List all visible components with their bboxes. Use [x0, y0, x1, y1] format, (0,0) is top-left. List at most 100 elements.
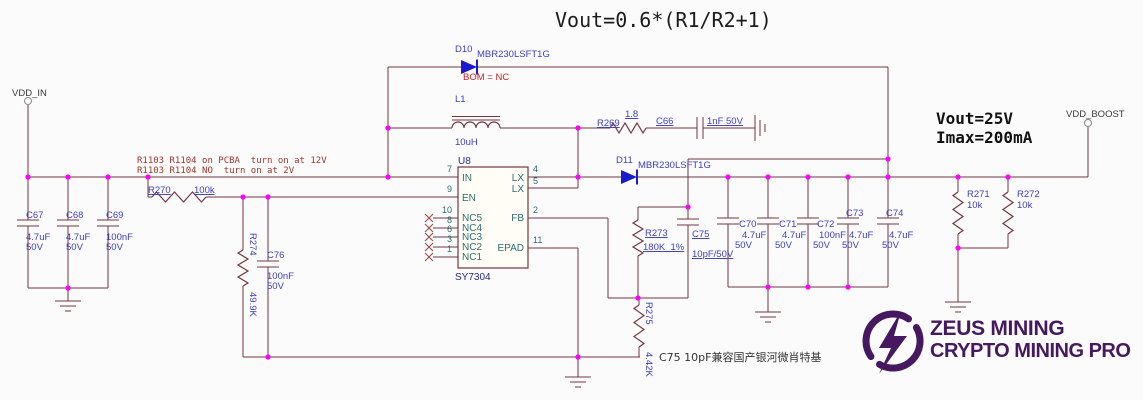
pin-name-epad: EPAD: [498, 243, 525, 254]
capacitor-icon: [877, 217, 899, 225]
resistor-icon: [631, 219, 645, 257]
junction-dots: [25, 125, 1011, 360]
capacitor-icon: [757, 217, 779, 225]
resistor-r273: R273 180K_1%: [631, 219, 685, 257]
capacitor-icon: [97, 219, 119, 227]
capacitor-c76: C76 100nF 50V: [257, 250, 294, 292]
wire-input-section: [27, 104, 640, 377]
c75-value: 10pF/50V: [692, 249, 734, 260]
r274-ref: R274: [247, 233, 258, 256]
pin-name-en: EN: [462, 193, 476, 204]
r273-value: 180K_1%: [643, 242, 685, 253]
c67-ref: C67: [26, 210, 43, 221]
resistor-icon: [151, 191, 207, 203]
c76-value: 100nF: [267, 271, 294, 282]
c68-ref: C68: [66, 210, 83, 221]
c72-ref: C72: [817, 219, 834, 230]
resistor-icon: [1001, 191, 1015, 235]
ground-icon: [565, 376, 591, 388]
resistor-icon: [632, 304, 646, 348]
r275-ref: R275: [643, 302, 654, 325]
pin-num-4: 4: [533, 164, 538, 174]
r269-value: 1.8: [625, 109, 638, 120]
l1-ref: L1: [455, 94, 466, 105]
feedback-formula: Vout=0.6*(R1/R2+1): [555, 8, 772, 32]
pin-name-fb: FB: [511, 213, 524, 224]
power-port-vdd-boost: VDD_BOOST: [1066, 109, 1125, 127]
c71-voltage: 50V: [775, 240, 793, 251]
lightning-bolt-icon: [879, 311, 907, 374]
capacitor-icon: [17, 219, 39, 227]
net-label-vdd-boost: VDD_BOOST: [1066, 109, 1125, 120]
d11-part: MBR230LSFT1G: [638, 160, 711, 171]
capacitor-c69: C69 100nF 50V: [97, 210, 133, 253]
logo-text-line2: CRYPTO MINING PRO: [930, 340, 1130, 362]
d10-part: MBR230LSFT1G: [477, 49, 550, 60]
resistor-icon: [236, 249, 250, 287]
wire-top-loop: [387, 66, 889, 177]
logo-ring-icon: [876, 324, 924, 372]
c76-ref: C76: [267, 250, 284, 261]
chinese-note: C75 10pF兼容国产银河微肖特基: [659, 350, 821, 364]
pin-name-in: IN: [462, 173, 472, 184]
c74-value: 4.7uF: [889, 230, 913, 241]
pin-name-nc1: NC1: [462, 252, 482, 263]
u8-part: SY7304: [455, 272, 491, 283]
c72-voltage: 50V: [813, 240, 831, 251]
ground-icon: [945, 301, 971, 313]
diode-d11: D11 MBR230LSFT1G: [616, 155, 711, 185]
c66-ref: C66: [656, 116, 673, 127]
c68-value: 4.7uF: [66, 232, 90, 243]
ground-symbols: [55, 300, 971, 388]
c70-ref: C70: [739, 219, 756, 230]
r271-ref: R271: [967, 189, 990, 200]
resistor-r275: R275 4.42K: [632, 302, 654, 377]
c73-ref: C73: [846, 208, 863, 219]
resistor-icon: [609, 121, 647, 135]
capacitor-icon: [257, 260, 279, 268]
c68-voltage: 50V: [66, 242, 84, 253]
c74-ref: C74: [886, 208, 903, 219]
c67-voltage: 50V: [26, 242, 44, 253]
c69-value: 100nF: [106, 232, 133, 243]
pcba-note-line1: R1103 R1104 on PCBA turn on at 12V: [137, 156, 327, 166]
vdd-in-pin-icon: [24, 97, 32, 105]
pin-num-8: 8: [447, 215, 452, 225]
r269-ref: R269: [597, 118, 620, 129]
pin-num-10: 10: [442, 205, 452, 215]
r273-ref: R273: [645, 228, 668, 239]
r272-value: 10k: [1017, 200, 1033, 211]
ic-body: [457, 166, 529, 269]
pin-num-3: 3: [447, 234, 452, 244]
pin-name-lx2: LX: [512, 184, 525, 195]
resistor-r271: R271 10k: [951, 189, 990, 235]
d10-bom-note: BOM = NC: [463, 72, 509, 83]
pin-name-nc3: NC3: [462, 232, 482, 243]
r270-ref: R270: [148, 185, 171, 196]
pin-num-2: 2: [533, 205, 538, 215]
d11-ref: D11: [616, 155, 633, 166]
pin-name-nc2: NC2: [462, 242, 482, 253]
capacitor-icon: [837, 217, 859, 225]
c73-value: 4.7uF: [849, 230, 873, 241]
pin-num-11: 11: [533, 235, 542, 245]
diode-icon: [621, 170, 637, 184]
capacitor-c67: C67 4.7uF 50V: [17, 210, 50, 253]
capacitor-icon: [717, 217, 739, 225]
resistor-icon: [951, 191, 965, 235]
c71-value: 4.7uF: [782, 230, 806, 241]
capacitor-c68: C68 4.7uF 50V: [57, 210, 90, 253]
output-current-spec: Imax=200mA: [936, 128, 1033, 147]
capacitor-icon: [797, 217, 819, 225]
inductor-icon: [451, 121, 501, 129]
ground-icon: [754, 115, 766, 141]
u8-ref: U8: [458, 156, 471, 167]
ground-icon: [755, 311, 781, 323]
l1-value: 10uH: [455, 137, 478, 148]
capacitor-c72: C72 100nF 50V: [797, 217, 846, 251]
capacitor-c73: C73 4.7uF 50V: [837, 208, 873, 251]
capacitor-icon: [57, 219, 79, 227]
c76-voltage: 50V: [267, 281, 285, 292]
ground-icon: [55, 300, 81, 312]
